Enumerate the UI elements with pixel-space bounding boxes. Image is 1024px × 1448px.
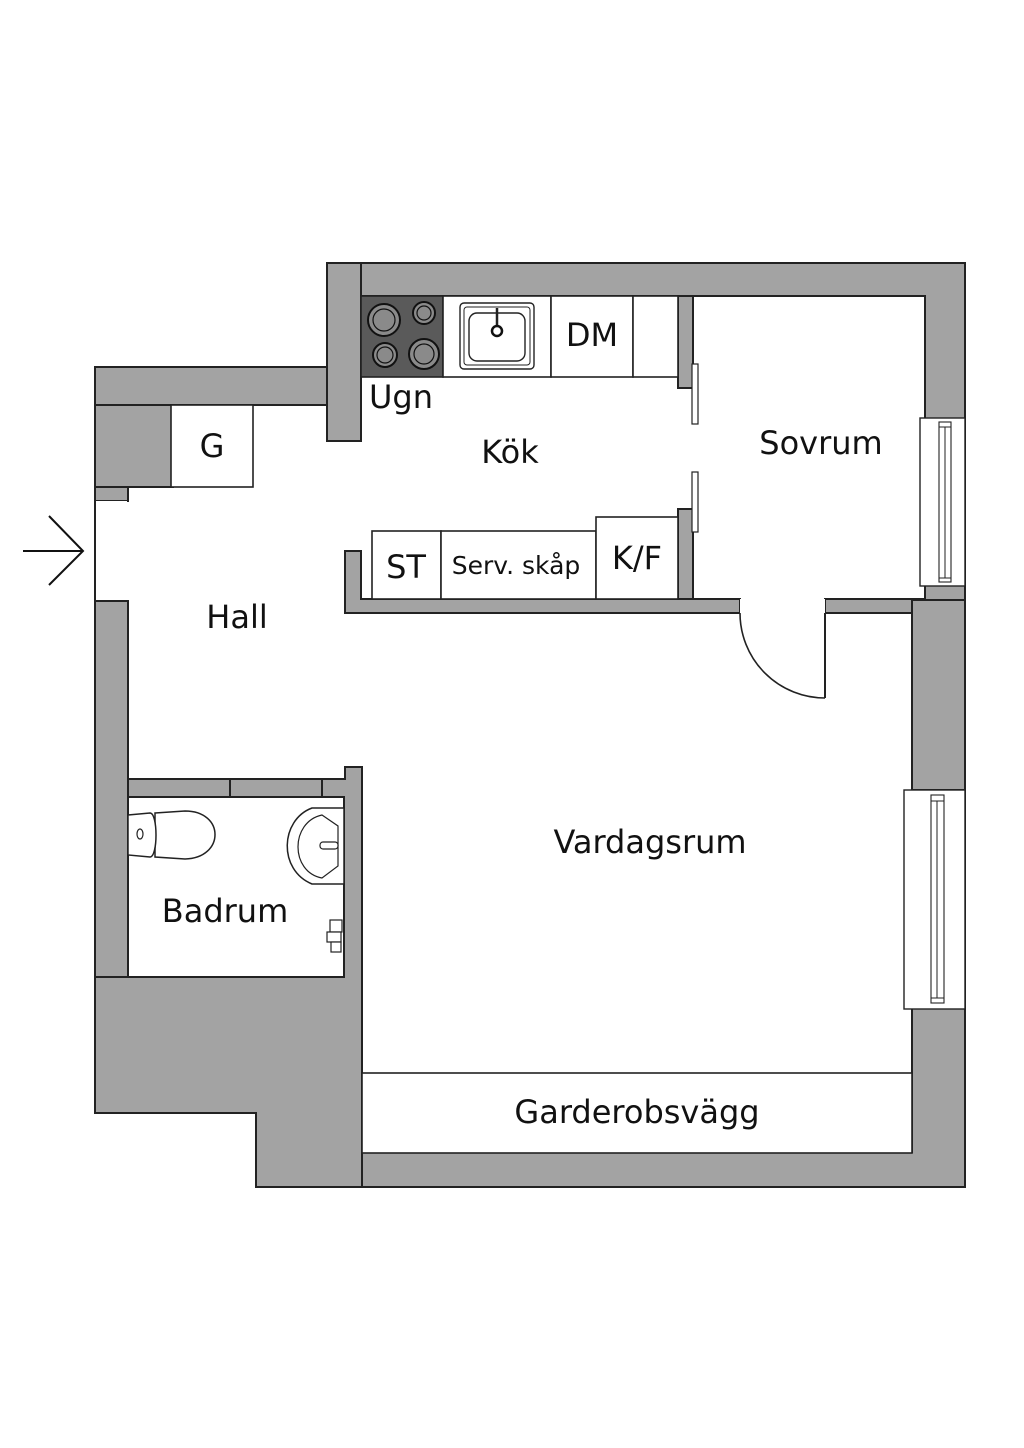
room-label-hall: Hall: [206, 598, 267, 636]
wardrobe-g: [170, 404, 254, 488]
wardrobe-wall-label: Garderobsvägg: [514, 1093, 759, 1131]
sliding-door-upper[interactable]: [691, 363, 699, 425]
bedroom-window: [919, 417, 966, 587]
fridge-freezer-label: K/F: [612, 539, 662, 577]
hall-wall-top: [94, 366, 346, 406]
bedroom-door-opening: [740, 599, 825, 614]
entrance-opening: [96, 501, 127, 600]
room-label-bedroom: Sovrum: [759, 424, 882, 462]
dishwasher-label: DM: [566, 316, 618, 354]
bedroom-door[interactable]: [739, 612, 826, 699]
entrance-arrow-icon: [23, 515, 85, 586]
kitchen-bedroom-wall-top: [677, 295, 694, 389]
service-cabinet-label: Serv. skåp: [452, 551, 581, 580]
shower-mixer-icon: [326, 919, 343, 953]
storage-label: ST: [386, 548, 426, 586]
wardrobe-g-label: G: [200, 427, 225, 465]
stove-burners: [367, 301, 440, 370]
wardrobe-wall: [361, 1072, 913, 1154]
kitchen-bedroom-wall-bottom: [677, 508, 694, 600]
washbasin-icon: [286, 807, 345, 885]
burner-icon: [412, 301, 436, 325]
burner-icon: [408, 338, 440, 370]
bathroom-wall-top: [127, 778, 231, 798]
counter-end: [632, 295, 679, 378]
storage-cabinet: [371, 530, 442, 600]
oven-label: Ugn: [369, 378, 433, 416]
sliding-door-lower[interactable]: [691, 471, 699, 533]
living-window: [903, 789, 966, 1010]
room-label-living: Vardagsrum: [553, 823, 746, 861]
service-cabinet: [440, 530, 597, 600]
toilet-icon: [127, 810, 216, 860]
kitchen-wall-left: [326, 262, 362, 442]
right-wall-pier: [911, 599, 966, 791]
hall-wall-left: [94, 600, 129, 978]
fridge-freezer: [595, 516, 679, 600]
room-label-kitchen: Kök: [481, 433, 539, 471]
room-label-bathroom: Badrum: [162, 892, 288, 930]
sink-icon: [459, 302, 535, 370]
dishwasher: [550, 295, 634, 378]
